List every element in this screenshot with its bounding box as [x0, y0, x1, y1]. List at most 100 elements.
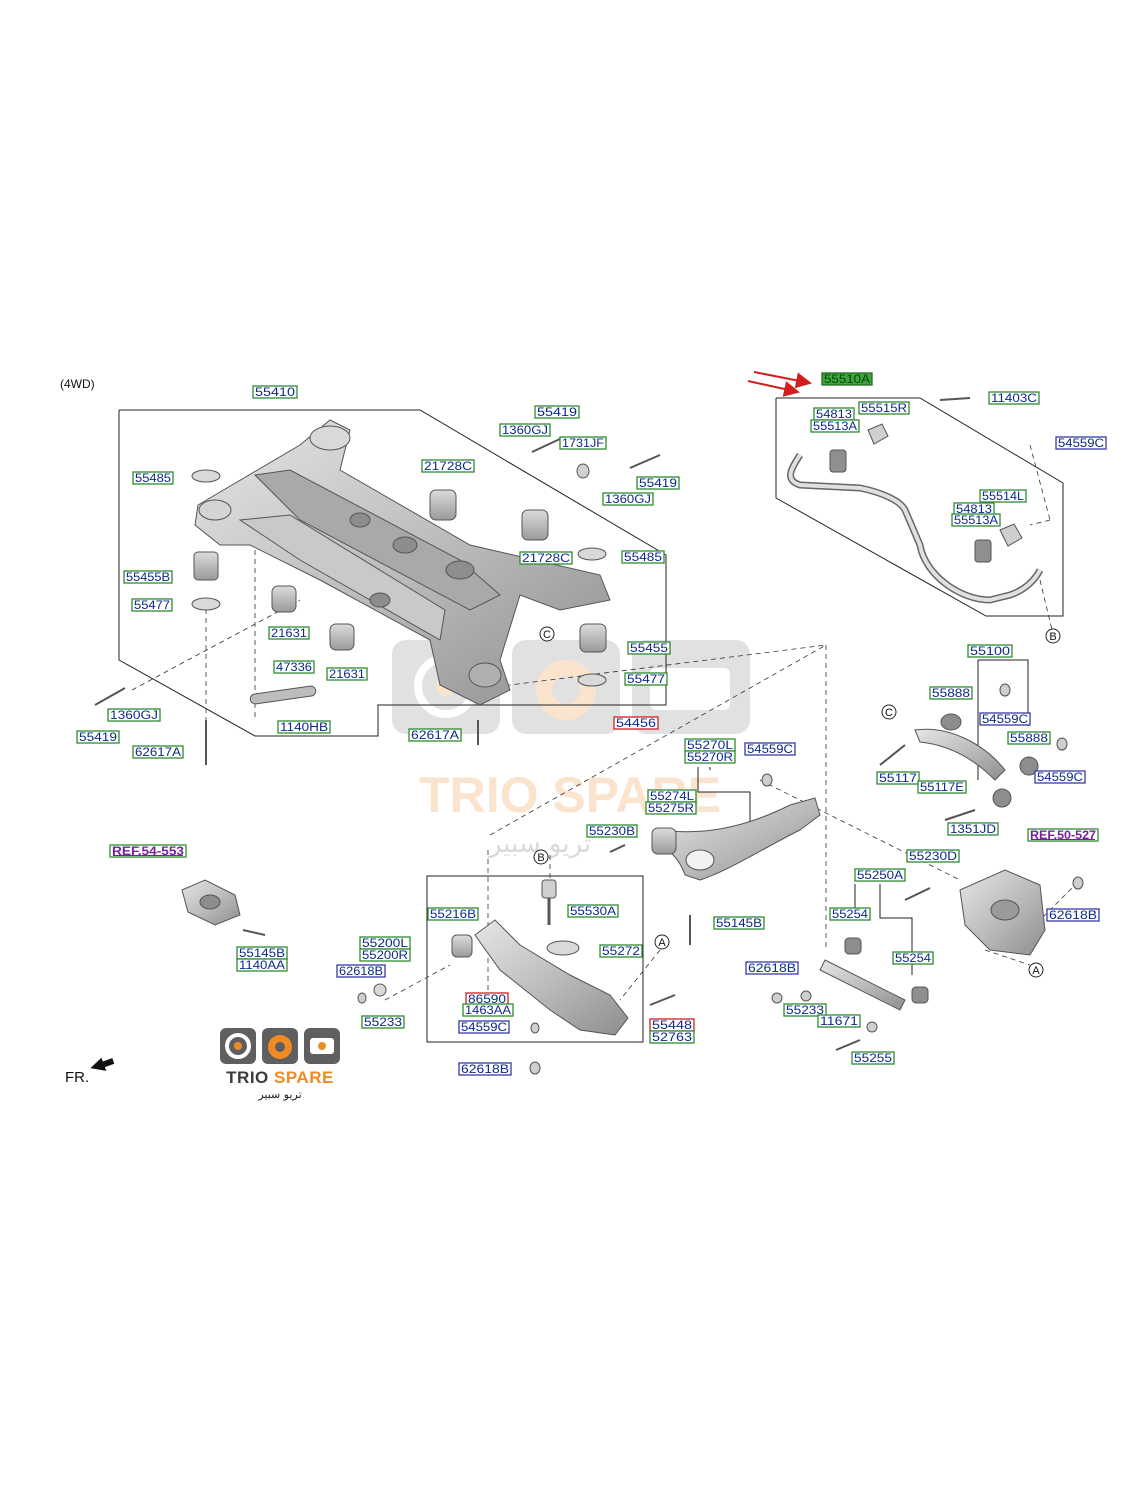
part-label[interactable]: 55254: [892, 951, 934, 965]
part-label[interactable]: 55230D: [906, 849, 960, 863]
part-label[interactable]: 1360GJ: [602, 492, 654, 506]
part-label[interactable]: 11671: [817, 1014, 861, 1028]
part-label[interactable]: 55216B: [427, 907, 479, 921]
callout-a-2: A: [1028, 962, 1044, 978]
part-label[interactable]: 47336: [273, 660, 315, 674]
part-label[interactable]: 55250A: [854, 868, 906, 882]
part-label[interactable]: 55419: [76, 730, 120, 744]
part-label[interactable]: 21631: [326, 667, 368, 681]
trailing-arm-illustration: [651, 773, 821, 881]
part-label-box: [559, 436, 607, 450]
part-label[interactable]: 55477: [131, 598, 173, 612]
part-label[interactable]: 55448: [649, 1018, 695, 1032]
part-label[interactable]: 55145B: [236, 946, 288, 960]
part-number: 55254: [895, 953, 932, 965]
part-label[interactable]: 55233: [361, 1015, 405, 1029]
part-label-box: [132, 471, 174, 485]
part-number: 62618B: [461, 1064, 509, 1076]
part-label[interactable]: 55530A: [567, 904, 619, 918]
part-label[interactable]: 11403C: [988, 391, 1040, 405]
part-number: 54559C: [1058, 438, 1104, 450]
part-label[interactable]: 55419: [534, 405, 580, 419]
part-label[interactable]: 1360GJ: [499, 423, 551, 437]
part-label[interactable]: 55274L: [647, 789, 697, 803]
part-label[interactable]: 55200L: [359, 936, 411, 950]
part-number: 55455: [630, 643, 668, 655]
part-label[interactable]: REF.54-553: [109, 844, 187, 858]
part-label[interactable]: 55514L: [979, 489, 1027, 503]
part-label[interactable]: 21728C: [519, 551, 573, 565]
part-label[interactable]: 1360GJ: [107, 708, 161, 722]
part-number: 55888: [932, 688, 970, 700]
part-label[interactable]: 55145B: [713, 916, 765, 930]
part-number: 55145B: [239, 948, 285, 960]
part-label[interactable]: 54813: [953, 502, 995, 516]
part-label[interactable]: 54559C: [458, 1020, 510, 1034]
crossmember-illustration: [194, 419, 611, 706]
part-label[interactable]: 54559C: [1034, 770, 1086, 784]
part-label[interactable]: 55200R: [359, 948, 411, 962]
part-label[interactable]: 55455: [627, 641, 671, 655]
part-label[interactable]: 62618B: [336, 964, 386, 978]
part-label[interactable]: 62617A: [408, 728, 462, 742]
part-label[interactable]: 55254: [829, 907, 871, 921]
part-label-box: [534, 405, 580, 419]
part-label[interactable]: 55230B: [586, 824, 638, 838]
part-label[interactable]: 54559C: [744, 742, 796, 756]
part-label[interactable]: 54813: [813, 407, 855, 421]
part-label[interactable]: 62618B: [745, 961, 799, 975]
part-label[interactable]: 54559C: [1055, 436, 1107, 450]
part-label[interactable]: 55233: [783, 1003, 827, 1017]
part-number: 55515R: [861, 403, 907, 415]
part-label[interactable]: 21631: [268, 626, 310, 640]
part-label[interactable]: REF.50-527: [1027, 828, 1099, 842]
part-label[interactable]: 55888: [1007, 731, 1051, 745]
part-label[interactable]: 55513A: [810, 419, 860, 433]
part-label[interactable]: 55485: [132, 471, 174, 485]
part-label[interactable]: 1140HB: [277, 720, 331, 734]
part-label[interactable]: 55255: [851, 1051, 895, 1065]
part-label[interactable]: 55100: [967, 644, 1013, 658]
part-label[interactable]: 54456: [613, 716, 659, 730]
part-label[interactable]: 55510A: [821, 372, 873, 386]
part-label-box: [745, 961, 799, 975]
part-label-box: [906, 849, 960, 863]
part-label[interactable]: 62618B: [1046, 908, 1100, 922]
part-label[interactable]: 62618B: [458, 1062, 512, 1076]
part-label-box: [586, 824, 638, 838]
part-label-box: [458, 1020, 510, 1034]
part-number: 55448: [652, 1020, 692, 1032]
part-label[interactable]: 55117E: [917, 780, 967, 794]
knuckle-illustration: [959, 869, 1084, 956]
part-label-box: [858, 401, 910, 415]
part-label[interactable]: 1351JD: [947, 822, 999, 836]
part-label[interactable]: 55272: [599, 944, 643, 958]
part-label[interactable]: 1463AA: [462, 1003, 514, 1017]
part-label[interactable]: 55477: [624, 672, 668, 686]
part-label[interactable]: 21728C: [421, 459, 475, 473]
part-label[interactable]: 55455B: [123, 570, 173, 584]
part-label-box: [408, 728, 462, 742]
front-label: FR.: [65, 1069, 89, 1086]
callout-letter: C: [885, 707, 893, 719]
part-label[interactable]: 55515R: [858, 401, 910, 415]
part-label[interactable]: 55513A: [951, 513, 1001, 527]
part-label[interactable]: 55419: [636, 476, 680, 490]
part-label[interactable]: 1140AA: [236, 958, 288, 972]
part-label[interactable]: 55117: [876, 771, 920, 785]
part-label-box: [1055, 436, 1107, 450]
part-label[interactable]: 55275R: [645, 801, 697, 815]
front-arrow-icon: [90, 1057, 115, 1071]
part-label[interactable]: 55270R: [684, 750, 736, 764]
part-label-box: [821, 372, 873, 386]
part-label[interactable]: 55485: [621, 550, 665, 564]
part-label[interactable]: 1731JF: [559, 436, 607, 450]
part-label[interactable]: 62617A: [132, 745, 184, 759]
part-label[interactable]: 54559C: [979, 712, 1031, 726]
part-label[interactable]: 55888: [929, 686, 973, 700]
part-number: 55274L: [650, 791, 695, 803]
part-label[interactable]: 55270L: [684, 738, 736, 752]
part-number: 54813: [956, 504, 992, 516]
part-label[interactable]: 55410: [252, 385, 298, 399]
part-label[interactable]: 52763: [649, 1030, 695, 1044]
